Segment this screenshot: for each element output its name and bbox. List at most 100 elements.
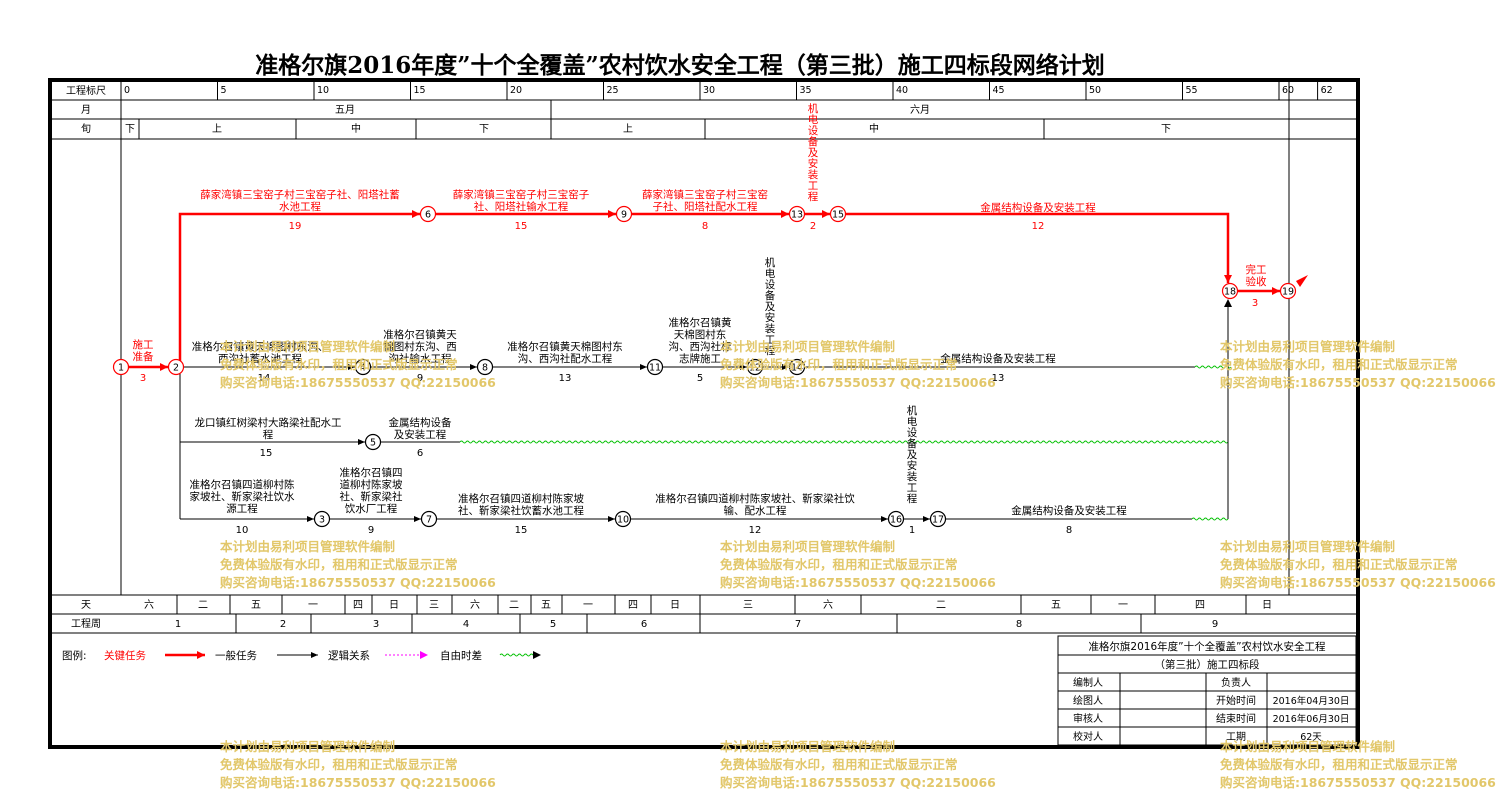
task-duration: 13: [992, 373, 1005, 384]
float-5-18: [459, 440, 1229, 444]
watermark-line: 本计划由易利项目管理软件编制: [220, 539, 396, 554]
task-arrow-4-8-head: [470, 364, 477, 370]
node-15: [829, 205, 847, 223]
task-label: 金属结构设备及安装工程: [1011, 504, 1127, 517]
task-duration: 15: [260, 448, 273, 459]
task-label: 饮水厂工程: [345, 502, 398, 515]
scale-tick-label: 35: [800, 85, 812, 96]
node-3: [313, 510, 331, 528]
task-label: 准备: [133, 350, 154, 363]
task-duration: 15: [515, 221, 528, 232]
task-label: 准格尔召镇黄天棉图村东沟、: [192, 340, 329, 353]
scale-tick-label: 15: [414, 85, 426, 96]
merge-vertical-head: [1224, 299, 1232, 307]
node-3-label: 3: [319, 515, 325, 526]
task-arrow-3-7-head: [414, 516, 421, 522]
scale-header: 工程标尺: [66, 85, 106, 97]
task-label: 棉图村东沟、西: [383, 340, 457, 353]
task-label: 子社、阳塔社配水工程: [653, 200, 758, 213]
task-arrow-1-2-head: [160, 363, 168, 371]
task-label: 金属结构设备及安装工程: [940, 352, 1056, 365]
watermark-line: 购买咨询电话:18675550537 QQ:22150066: [720, 575, 996, 590]
node-17-label: 17: [932, 515, 944, 526]
info-value: 2016年06月30日: [1273, 713, 1350, 725]
week-label: 4: [463, 619, 469, 630]
task-label-vertical: 备: [808, 135, 819, 148]
info-title-1: 准格尔旗2016年度”十个全覆盖”农村饮水安全工程: [1088, 640, 1326, 653]
node-4-label: 4: [360, 363, 366, 374]
info-value: 2016年04月30日: [1273, 695, 1350, 707]
node-12-label: 12: [749, 363, 761, 374]
node-5: [364, 433, 382, 451]
task-label-vertical: 电: [765, 267, 776, 280]
info-label: 工期: [1226, 731, 1246, 743]
node-19-label: 19: [1282, 287, 1294, 298]
watermark-line: 本计划由易利项目管理软件编制: [720, 739, 896, 754]
legend-prefix: 图例:: [62, 649, 87, 662]
task-arrow-9-13-head: [781, 210, 789, 218]
node-14: [788, 358, 806, 376]
task-label: 准格尔召镇黄: [669, 316, 732, 329]
task-duration: 12: [1032, 221, 1045, 232]
task-label: 天棉图村东: [674, 328, 727, 341]
task-arrow-2-6: [178, 212, 420, 363]
task-label: 家坡社、靳家梁社饮水: [190, 490, 295, 503]
task-label: 道柳村陈家坡: [340, 478, 403, 491]
task-label-vertical: 安: [808, 157, 819, 170]
node-9-label: 9: [621, 210, 627, 221]
scale-tick-label: 60: [1282, 85, 1294, 96]
task-arrow-2-6-head: [412, 210, 420, 218]
day-label: 日: [389, 600, 399, 611]
legend-critical-arrow-head: [197, 651, 205, 659]
task-label: 准格尔召镇黄天棉图村东: [507, 340, 623, 353]
task-label: 源工程: [226, 502, 258, 515]
task-label-vertical: 及: [765, 301, 776, 313]
scale-tick-label: 30: [703, 85, 715, 96]
info-label: 校对人: [1073, 730, 1103, 743]
task-duration: 10: [236, 525, 249, 536]
legend-normal-label: 一般任务: [215, 649, 257, 662]
task-duration: 2: [810, 221, 816, 232]
day-label: 一: [1118, 600, 1128, 611]
day-label: 六: [144, 599, 154, 611]
day-label: 一: [583, 600, 593, 611]
watermark-line: 购买咨询电话:18675550537 QQ:22150066: [720, 375, 996, 390]
task-label: 沟、西沟社配水工程: [518, 352, 613, 365]
scale-tick-label: 62: [1321, 85, 1333, 96]
task-label-vertical: 电: [907, 415, 918, 428]
node-16-label: 16: [890, 515, 902, 526]
task-duration: 14: [258, 373, 271, 384]
task-label-vertical: 装: [907, 470, 918, 483]
task-duration: 6: [417, 448, 423, 459]
task-label: 薛家湾镇三宝窑子村三宝窑: [642, 188, 768, 201]
watermark-line: 本计划由易利项目管理软件编制: [1220, 539, 1396, 554]
task-label: 验收: [1246, 275, 1268, 288]
node-6-label: 6: [425, 210, 431, 221]
watermark-line: 本计划由易利项目管理软件编制: [720, 339, 896, 354]
watermark: 本计划由易利项目管理软件编制免费体验版有水印，租用和正式版显示正常购买咨询电话:…: [220, 338, 496, 392]
scale-tick-label: 45: [993, 85, 1005, 96]
task-label-vertical: 安: [765, 311, 776, 324]
task-label-vertical: 装: [808, 168, 819, 181]
task-arrow-7-10-head: [608, 516, 615, 522]
info-value: 62天: [1300, 732, 1322, 743]
xun-label: 下: [125, 124, 135, 135]
task-duration: 8: [1066, 525, 1072, 536]
watermark-line: 购买咨询电话:18675550537 QQ:22150066: [1220, 775, 1496, 790]
watermark: 本计划由易利项目管理软件编制免费体验版有水印，租用和正式版显示正常购买咨询电话:…: [1220, 338, 1496, 392]
task-label-vertical: 备: [907, 437, 918, 450]
task-label-vertical: 设: [808, 125, 819, 137]
day-label: 四: [628, 600, 638, 611]
scale-tick-label: 0: [124, 85, 130, 96]
week-label: 6: [641, 619, 647, 630]
task-label: 准格尔召镇四: [340, 466, 403, 479]
task-label: 施工: [133, 338, 154, 351]
task-label: 准格尔召镇黄天: [383, 328, 457, 341]
info-label: 负责人: [1221, 676, 1251, 689]
task-arrow-16-17-head: [923, 516, 930, 522]
task-label-vertical: 程: [907, 493, 918, 505]
finish-flag: [1296, 275, 1308, 287]
watermark-line: 购买咨询电话:18675550537 QQ:22150066: [220, 575, 496, 590]
task-duration: 15: [515, 525, 528, 536]
node-12: [746, 358, 764, 376]
